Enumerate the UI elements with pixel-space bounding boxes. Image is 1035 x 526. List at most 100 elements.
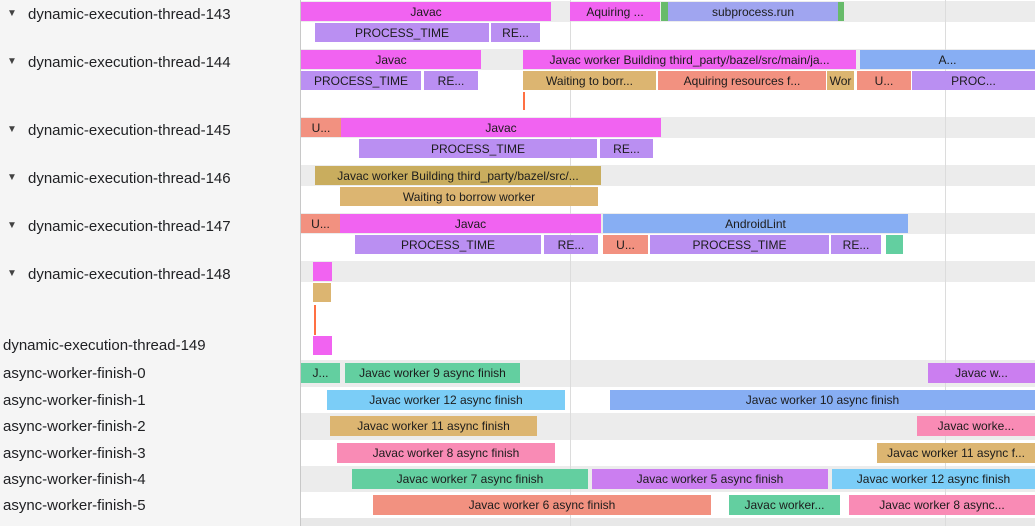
timeline-slice[interactable]: Javac worker 7 async finish (352, 469, 588, 489)
timeline-slice[interactable]: U... (301, 214, 340, 233)
timeline-slice[interactable]: J... (301, 363, 340, 383)
track-label-row[interactable]: async-worker-finish-3 (0, 440, 300, 466)
track-label-row[interactable]: async-worker-finish-4 (0, 466, 300, 492)
slice-label: U... (874, 73, 894, 88)
slice-label: Javac worker 11 async f... (887, 446, 1025, 460)
timeline-slice[interactable]: PROCESS_TIME (650, 235, 829, 254)
track-label-row[interactable]: ▼ dynamic-execution-thread-146 (0, 165, 300, 191)
timeline-slice[interactable]: PROC... (912, 71, 1035, 90)
track-label-row[interactable]: ▼ dynamic-execution-thread-148 (0, 261, 300, 287)
timeline-slice[interactable] (838, 2, 844, 21)
timeline-slice[interactable]: RE... (544, 235, 598, 254)
timeline-slice[interactable]: U... (603, 235, 648, 254)
timeline-slice[interactable]: Javac (301, 50, 481, 69)
timeline-slice[interactable]: Waiting to borr... (523, 71, 656, 90)
gridline (570, 0, 571, 526)
timeline-slice[interactable]: Javac worker Building third_party/bazel/… (315, 166, 601, 185)
timeline-slice[interactable]: PROCESS_TIME (301, 71, 421, 90)
track-name: dynamic-execution-thread-143 (28, 5, 231, 23)
track-name: async-worker-finish-5 (3, 496, 146, 514)
track-name: dynamic-execution-thread-147 (28, 217, 231, 235)
timeline-slice[interactable]: Javac worke... (917, 416, 1035, 436)
timeline-slice[interactable] (313, 336, 332, 355)
slice-label: U... (311, 216, 330, 231)
track-name: dynamic-execution-thread-149 (3, 336, 206, 354)
timeline-slice[interactable] (661, 2, 668, 21)
timeline-slice[interactable]: Javac worker 8 async... (849, 495, 1035, 515)
timeline-slice[interactable]: Javac worker Building third_party/bazel/… (523, 50, 856, 69)
timeline-slice[interactable]: Aquiring resources f... (658, 71, 826, 90)
timeline-slice[interactable]: PROCESS_TIME (315, 23, 489, 42)
timeline-slice[interactable]: Javac worker 10 async finish (610, 390, 1035, 410)
track-label-row[interactable]: ▼ dynamic-execution-thread-145 (0, 117, 300, 143)
timeline-slice[interactable]: Wor (827, 71, 854, 90)
instant-marker[interactable] (523, 92, 525, 110)
slice-label: Javac worker 5 async finish (636, 472, 784, 486)
track-name: dynamic-execution-thread-146 (28, 169, 231, 187)
timeline-slice[interactable]: Javac worker 5 async finish (592, 469, 828, 489)
slice-label: AndroidLint (725, 216, 786, 231)
slice-label: Javac (454, 216, 487, 231)
slice-label: U... (616, 237, 635, 252)
timeline-slice[interactable]: RE... (831, 235, 881, 254)
track-label-row[interactable]: dynamic-execution-thread-149 (0, 332, 300, 358)
track-name: dynamic-execution-thread-145 (28, 121, 231, 139)
track-label-row[interactable]: async-worker-finish-0 (0, 360, 300, 386)
timeline-slice[interactable]: A... (860, 50, 1035, 69)
track-name: dynamic-execution-thread-148 (28, 265, 231, 283)
timeline-slice[interactable]: PROCESS_TIME (359, 139, 597, 158)
expand-arrow-icon[interactable]: ▼ (7, 172, 17, 183)
slice-label: Javac worker 8 async... (879, 498, 1005, 512)
timeline-slice[interactable]: Javac (340, 214, 601, 233)
track-group: Javac worker 7 async finish Javac worker … (301, 466, 1035, 492)
timeline-slice[interactable]: Javac worker 6 async finish (373, 495, 711, 515)
timeline-slice[interactable]: PROCESS_TIME (355, 235, 541, 254)
expand-arrow-icon[interactable]: ▼ (7, 124, 17, 135)
track-label-row[interactable]: async-worker-finish-2 (0, 413, 300, 439)
track-group: Javac worker 8 async finish Javac worker … (301, 440, 1035, 466)
timeline-slice[interactable]: Waiting to borrow worker (340, 187, 598, 206)
slice-label: U... (311, 120, 331, 135)
timeline-slice[interactable]: Javac worker 8 async finish (337, 443, 555, 463)
expand-arrow-icon[interactable]: ▼ (7, 220, 17, 231)
timeline-slice[interactable]: Javac worker... (729, 495, 840, 515)
timeline-slice[interactable]: RE... (491, 23, 540, 42)
timeline-slice[interactable]: Aquiring ... (570, 2, 660, 21)
timeline-slice[interactable]: Javac worker 9 async finish (345, 363, 520, 383)
track-label-row[interactable]: async-worker-finish-5 (0, 492, 300, 518)
timeline-slice[interactable] (313, 262, 332, 281)
slice-label: Javac worker 7 async finish (396, 472, 544, 486)
timeline-slice[interactable]: U... (301, 118, 341, 137)
timeline-slice[interactable]: AndroidLint (603, 214, 908, 233)
slice-label: Javac worker 11 async finish (357, 419, 510, 433)
track-label-row[interactable]: ▼dynamic-execution-thread-144 (0, 49, 300, 75)
timeline-slice[interactable]: Javac worker 11 async f... (877, 443, 1035, 463)
timeline-slice[interactable] (886, 235, 903, 254)
timeline-slice[interactable]: Javac (301, 2, 551, 21)
timeline-slice[interactable]: Javac worker 11 async finish (330, 416, 537, 436)
slice-label: Javac (375, 52, 407, 67)
track-label-row[interactable]: async-worker-finish-1 (0, 387, 300, 413)
instant-marker[interactable] (314, 305, 316, 335)
timeline-slice[interactable]: Javac (341, 118, 661, 137)
timeline-slice[interactable]: Javac worker 12 async finish (832, 469, 1035, 489)
timeline-slice[interactable]: subprocess.run (668, 2, 838, 21)
timeline-slice[interactable]: U... (857, 71, 911, 90)
expand-arrow-icon[interactable]: ▼ (7, 268, 17, 279)
expand-arrow-icon[interactable]: ▼ (7, 8, 17, 19)
track-label-row[interactable]: ▼ dynamic-execution-thread-143 (0, 1, 300, 27)
timeline-slice[interactable] (313, 283, 331, 302)
track-group: Javac worker 12 async finish Javac worker… (301, 387, 1035, 413)
track-group: Javac worker Building third_party/bazel/… (301, 164, 1035, 212)
slice-label: Aquiring resources f... (683, 73, 801, 88)
timeline-slice[interactable]: Javac w... (928, 363, 1035, 383)
timeline-slice[interactable]: RE... (600, 139, 653, 158)
slice-label: Waiting to borr... (546, 73, 633, 88)
timeline-slice[interactable]: Javac worker 12 async finish (327, 390, 565, 410)
track-label-row[interactable]: ▼ dynamic-execution-thread-147 (0, 213, 300, 239)
expand-arrow-icon[interactable]: ▼ (7, 56, 17, 67)
slice-label: RE... (557, 237, 585, 252)
timeline-slice[interactable]: RE... (424, 71, 478, 90)
